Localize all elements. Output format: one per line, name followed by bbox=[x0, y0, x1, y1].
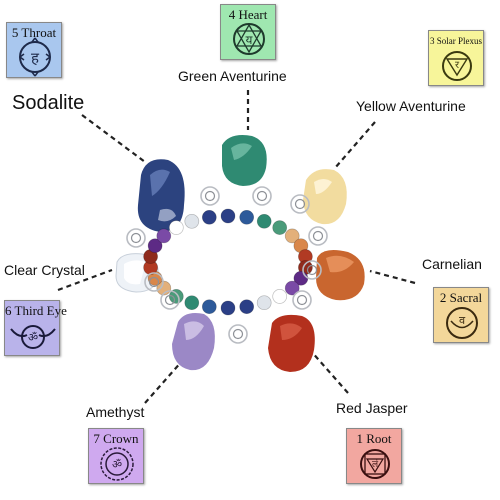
badge-solar-plexus: 3 Solar Plexus र bbox=[428, 30, 484, 86]
chakra-charm bbox=[144, 272, 164, 292]
bead bbox=[239, 299, 255, 315]
connector-amethyst bbox=[144, 359, 184, 404]
third-eye-chakra-icon: ॐ bbox=[10, 325, 56, 349]
charm-set bbox=[126, 186, 328, 344]
bead bbox=[239, 209, 255, 225]
heart-chakra-icon: य bbox=[233, 23, 265, 55]
bead bbox=[184, 295, 200, 311]
connector-crystal bbox=[57, 268, 113, 292]
badge-third-eye: 6 Third Eye ॐ bbox=[4, 300, 67, 356]
chakra-charm bbox=[160, 290, 180, 310]
bead bbox=[220, 208, 236, 224]
bead bbox=[156, 228, 172, 244]
connector-carnelian bbox=[369, 269, 416, 285]
stone-green-aventurine bbox=[222, 135, 267, 186]
bead bbox=[284, 280, 300, 296]
svg-text:लं: लं bbox=[372, 459, 379, 470]
sacral-chakra-icon: व bbox=[446, 307, 478, 339]
bead bbox=[272, 289, 288, 304]
root-chakra-icon: लं bbox=[360, 449, 390, 479]
badge-label-sacral: 2 Sacral bbox=[439, 290, 483, 305]
chakra-charm bbox=[200, 186, 220, 206]
badge-label-throat: 5 Throat bbox=[11, 25, 57, 40]
stone-yellow-aventurine bbox=[303, 169, 347, 225]
bead bbox=[284, 228, 300, 244]
svg-text:व: व bbox=[459, 314, 466, 327]
bead-ring bbox=[143, 208, 313, 316]
chakra-charm bbox=[302, 260, 322, 280]
bead bbox=[256, 213, 272, 229]
bead bbox=[220, 300, 236, 316]
label-green-aventurine: Green Aventurine bbox=[178, 68, 287, 84]
label-yellow-aventurine: Yellow Aventurine bbox=[356, 98, 466, 114]
bead bbox=[168, 220, 184, 235]
badge-throat: 5 Throat ह bbox=[6, 22, 62, 78]
chakra-charm bbox=[290, 194, 310, 214]
svg-text:ॐ: ॐ bbox=[112, 458, 122, 471]
label-sodalite: Sodalite bbox=[12, 92, 85, 114]
badge-root: 1 Root लं bbox=[346, 428, 402, 484]
label-amethyst: Amethyst bbox=[86, 404, 145, 420]
stone-amethyst bbox=[172, 313, 215, 371]
bead bbox=[272, 220, 288, 235]
badge-label-third-eye: 6 Third Eye bbox=[5, 303, 67, 318]
badge-heart: 4 Heart य bbox=[220, 4, 276, 60]
chakra-charm bbox=[126, 228, 146, 248]
throat-chakra-icon: ह bbox=[19, 37, 51, 77]
label-carnelian: Carnelian bbox=[422, 256, 482, 272]
svg-text:ह: ह bbox=[31, 49, 40, 67]
badge-label-solar: 3 Solar Plexus bbox=[429, 36, 482, 46]
bead bbox=[201, 299, 217, 315]
label-red-jasper: Red Jasper bbox=[336, 400, 408, 416]
svg-text:य: य bbox=[246, 33, 254, 47]
badge-sacral: 2 Sacral व bbox=[433, 287, 489, 343]
chakra-charm bbox=[252, 186, 272, 206]
svg-text:ॐ: ॐ bbox=[28, 331, 38, 344]
bead bbox=[168, 289, 184, 304]
badge-label-root: 1 Root bbox=[356, 431, 392, 446]
stones bbox=[115, 135, 365, 372]
chakra-charm bbox=[292, 290, 312, 310]
chakra-charm bbox=[308, 226, 328, 246]
stone-red-jasper bbox=[268, 314, 315, 372]
chakra-charm bbox=[228, 324, 248, 344]
bead bbox=[184, 213, 200, 229]
connector-lines bbox=[57, 90, 416, 404]
label-clear-crystal: Clear Crystal bbox=[4, 262, 85, 278]
connector-sodalite bbox=[81, 114, 146, 163]
crown-chakra-icon: ॐ bbox=[100, 447, 134, 481]
badge-crown: 7 Crown ॐ bbox=[88, 428, 144, 484]
solar-plexus-chakra-icon: र bbox=[442, 51, 472, 81]
badge-label-heart: 4 Heart bbox=[228, 7, 268, 22]
connector-yellow bbox=[334, 121, 376, 169]
bead bbox=[201, 209, 217, 225]
badge-label-crown: 7 Crown bbox=[93, 431, 139, 446]
bead bbox=[256, 295, 272, 311]
connector-jasper bbox=[309, 349, 349, 394]
svg-text:र: र bbox=[455, 60, 460, 71]
bead bbox=[147, 238, 163, 254]
